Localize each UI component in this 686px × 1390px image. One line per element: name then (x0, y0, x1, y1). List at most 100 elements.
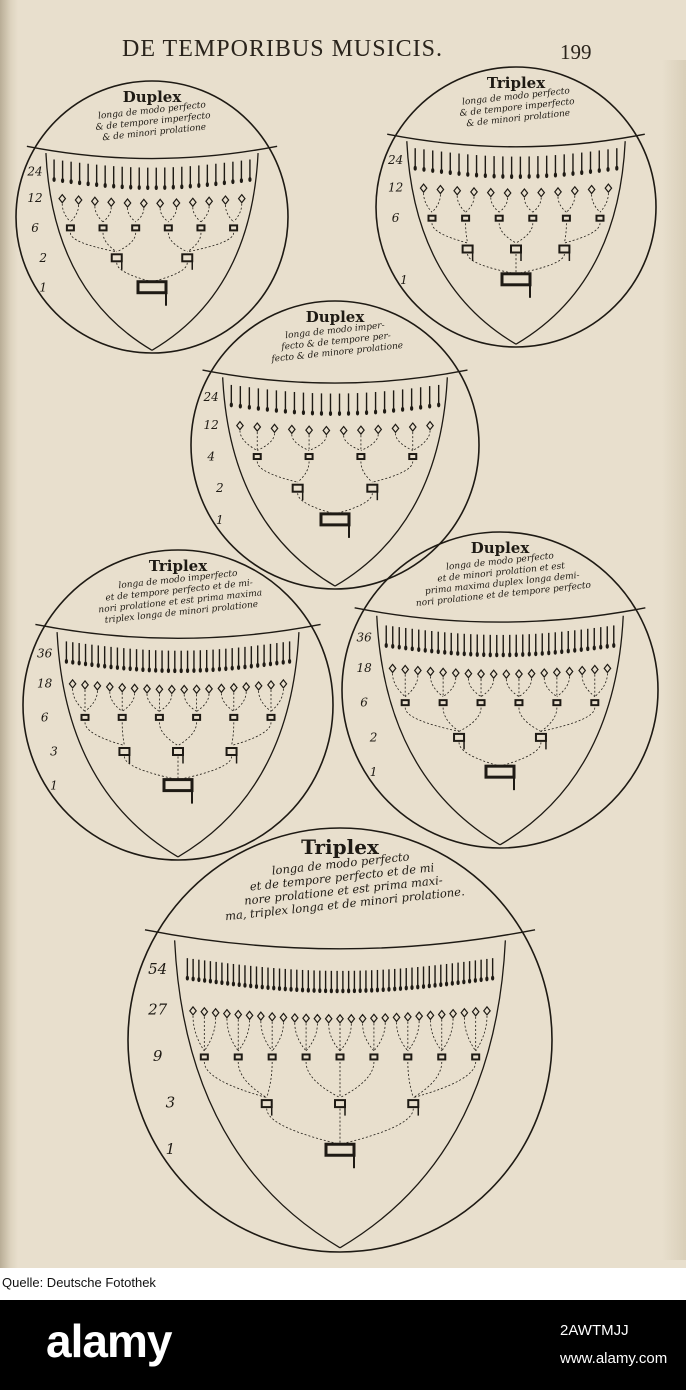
diamond-note (527, 668, 536, 679)
diamond-note (604, 183, 613, 194)
diamond-note (401, 664, 410, 675)
diamond-note (391, 423, 400, 434)
note-head (192, 668, 196, 673)
connector-line (441, 1018, 454, 1052)
note-head (306, 987, 310, 993)
note-head (288, 659, 292, 664)
note-head (479, 977, 483, 983)
diamond-note (222, 1008, 231, 1019)
connector-line (334, 493, 373, 515)
connector-line (94, 206, 104, 223)
shield-outline (222, 377, 448, 587)
diamond-note (90, 196, 99, 207)
breve-note (552, 699, 562, 707)
note-head (392, 407, 396, 413)
breve-note (229, 224, 239, 232)
connector-line (564, 223, 601, 244)
connector-line (498, 197, 508, 213)
level-count-label: 6 (31, 221, 39, 235)
note-head (384, 643, 388, 648)
diamond-note (436, 184, 445, 195)
connector-line (431, 194, 441, 213)
note-head (229, 402, 233, 408)
shield-outline (376, 615, 624, 846)
note-head (387, 986, 391, 992)
maxima-note (500, 272, 532, 287)
note-head (341, 988, 345, 994)
connector-line (412, 430, 431, 451)
level-count-label: 12 (388, 180, 403, 194)
shield-outline (45, 153, 259, 351)
breve-note (98, 224, 108, 232)
connector-line (458, 707, 482, 732)
diamond-note (537, 187, 546, 198)
diagram-heading: Duplex (471, 539, 531, 557)
note-head (431, 168, 435, 173)
longa-note (110, 253, 123, 263)
note-head (606, 166, 610, 172)
level-count-label: 12 (204, 418, 219, 432)
connector-line (294, 1022, 307, 1052)
caption-band (144, 929, 536, 950)
diamond-note (302, 1013, 311, 1024)
connector-line (404, 675, 419, 697)
longa-note (534, 732, 547, 742)
shield-outline (173, 940, 507, 1249)
connector-line (183, 694, 197, 712)
diamond-note (374, 424, 383, 435)
connector-line (237, 1061, 267, 1098)
diagram-circle (190, 300, 480, 590)
diamond-note (503, 187, 512, 198)
connector-line (102, 232, 117, 253)
note-head (398, 986, 403, 991)
connector-line (430, 676, 444, 697)
diamond-note (245, 1010, 254, 1021)
note-head (518, 174, 522, 179)
note-head (422, 166, 426, 172)
note-head (274, 407, 278, 413)
connector-line (84, 690, 98, 712)
longa-note (510, 244, 522, 254)
note-head (573, 647, 577, 653)
diamond-note (221, 195, 230, 206)
note-head (179, 668, 183, 674)
book-binding-shadow (0, 0, 18, 1268)
note-head (295, 987, 299, 993)
connector-line (343, 435, 362, 451)
connector-line (256, 461, 298, 483)
note-head (536, 173, 540, 179)
note-head (208, 978, 212, 984)
note-head (329, 988, 333, 994)
level-count-label: 24 (26, 164, 42, 178)
note-head (373, 409, 378, 415)
caption-band (387, 133, 645, 148)
diamond-note (514, 669, 523, 679)
breve-note (229, 713, 239, 721)
note-head (540, 650, 544, 656)
note-head (501, 174, 505, 179)
note-head (468, 978, 472, 984)
diamond-note (188, 197, 197, 208)
connector-line (146, 693, 160, 712)
breve-note (437, 1053, 447, 1061)
page-edge-shadow (662, 60, 686, 1260)
note-head (324, 988, 328, 994)
note-head (122, 665, 126, 671)
note-head (301, 410, 306, 415)
diamond-note (205, 196, 214, 207)
diamond-note (324, 1013, 333, 1024)
breve-note (561, 214, 571, 222)
note-head (134, 666, 139, 672)
note-head (154, 667, 158, 673)
connector-line (518, 678, 532, 697)
note-head (580, 170, 584, 175)
note-head (404, 645, 408, 651)
connector-line (225, 205, 234, 223)
note-head (416, 984, 420, 990)
diamond-note (155, 684, 164, 695)
breve-note (266, 713, 276, 721)
note-head (283, 986, 287, 992)
note-head (319, 410, 324, 416)
